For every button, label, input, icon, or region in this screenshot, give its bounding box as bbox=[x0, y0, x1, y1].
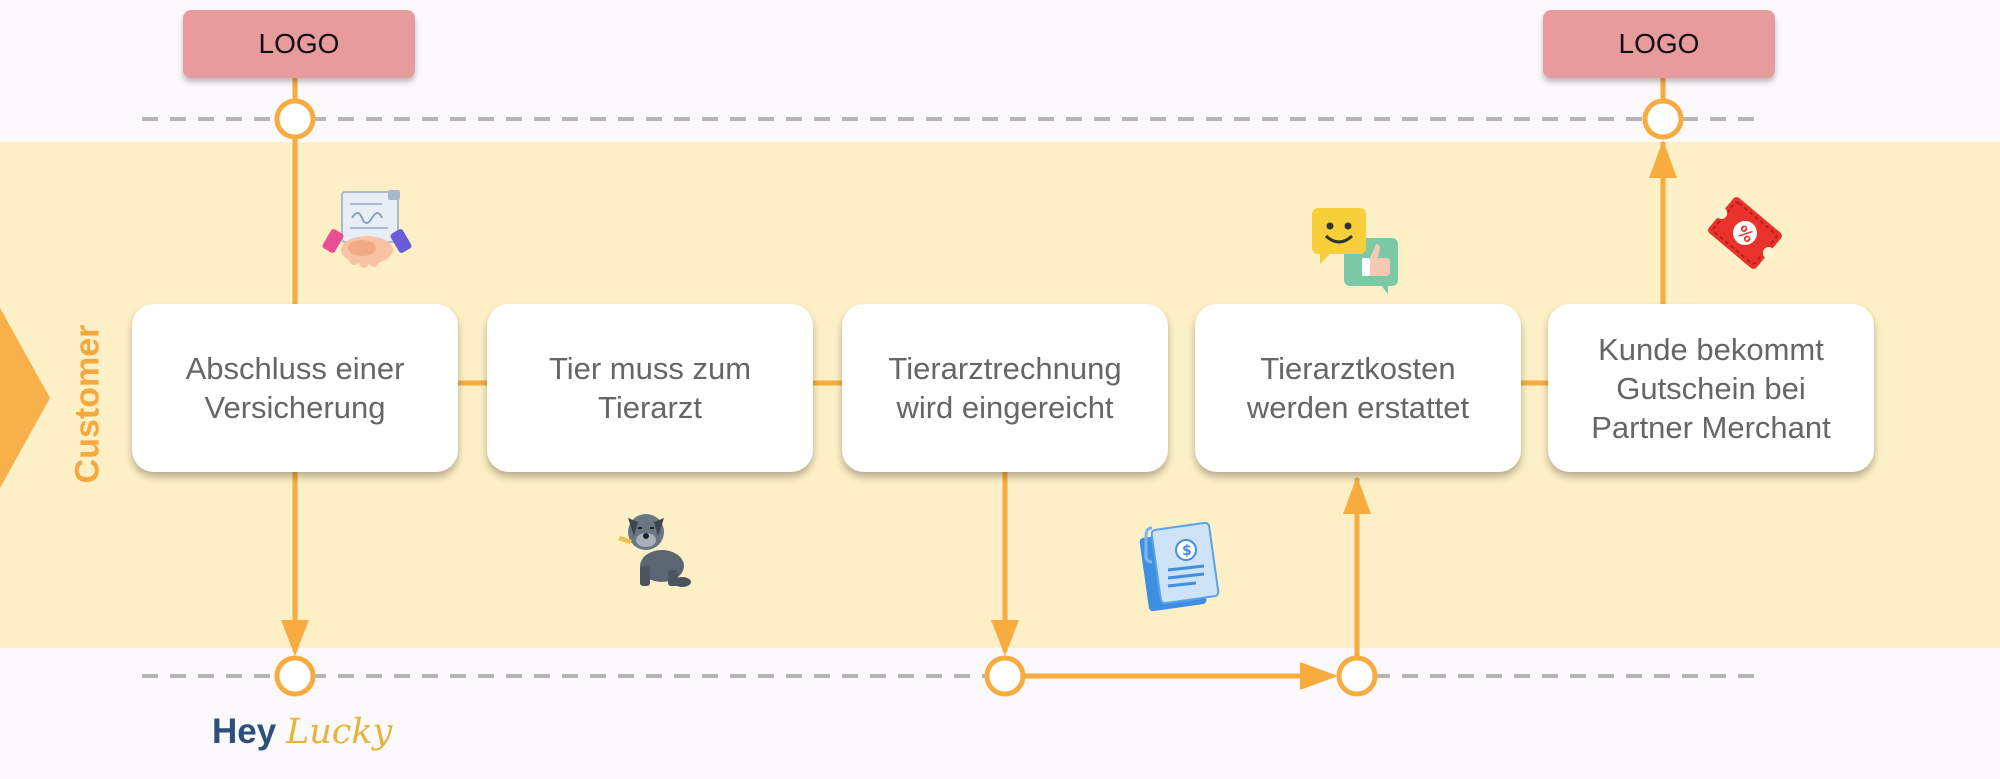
arrowhead-down-mid bbox=[991, 620, 1019, 656]
arrowhead-up-right bbox=[1649, 140, 1677, 178]
logo-left: LOGO bbox=[183, 10, 415, 78]
step-4-box: Tierarztkosten werden erstattet bbox=[1195, 304, 1521, 472]
step-5-box: Kunde bekommt Gutschein bei Partner Merc… bbox=[1548, 304, 1874, 472]
brand-hey: Hey bbox=[212, 712, 277, 751]
brand-lucky: Lucky bbox=[285, 712, 393, 752]
brand-logo: Hey Lucky bbox=[212, 712, 392, 752]
top-node-left bbox=[274, 98, 316, 140]
invoice-icon: $ bbox=[1139, 521, 1220, 612]
arrowhead-down-left bbox=[281, 620, 309, 656]
bottom-node-right bbox=[1336, 655, 1378, 697]
logo-right: LOGO bbox=[1543, 10, 1775, 78]
handshake-contract-icon bbox=[322, 190, 412, 268]
svg-text:$: $ bbox=[1182, 543, 1192, 559]
bottom-node-mid bbox=[984, 655, 1026, 697]
dog-icon bbox=[618, 514, 691, 587]
step-1-box: Abschluss einer Versicherung bbox=[132, 304, 458, 472]
lane-arrow-icon bbox=[0, 308, 50, 488]
bottom-node-left bbox=[274, 655, 316, 697]
step-2-box: Tier muss zum Tierarzt bbox=[487, 304, 813, 472]
arrowhead-up-mid bbox=[1343, 476, 1371, 514]
coupon-icon: % bbox=[1708, 197, 1782, 269]
feedback-icon bbox=[1312, 208, 1398, 294]
step-3-box: Tierarztrechnung wird eingereicht bbox=[842, 304, 1168, 472]
top-node-right bbox=[1642, 98, 1684, 140]
arrowhead-right bbox=[1300, 662, 1338, 690]
